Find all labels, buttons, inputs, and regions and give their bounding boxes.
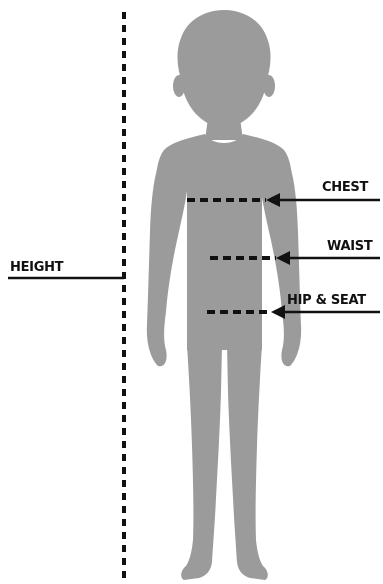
height-label: HEIGHT [10,261,63,274]
hip-seat-label: HIP & SEAT [287,294,366,307]
hip-seat-arrow-head [271,305,285,319]
waist-label: WAIST [327,240,372,253]
child-silhouette-icon [147,10,301,580]
chest-label: CHEST [322,181,368,194]
